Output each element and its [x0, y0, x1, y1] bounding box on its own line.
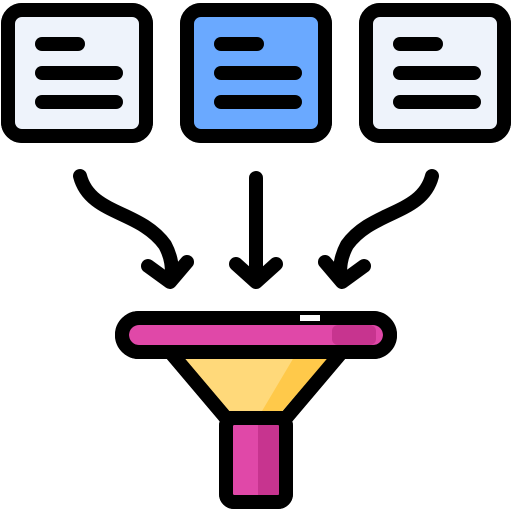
right-curved-arrow-icon	[318, 169, 439, 289]
center-straight-arrow-icon	[229, 171, 283, 289]
right-document-icon	[359, 3, 511, 143]
center-document-icon	[180, 3, 332, 143]
left-document-icon	[1, 3, 153, 143]
left-curved-arrow-icon	[73, 169, 194, 289]
funnel-icon	[115, 311, 397, 509]
